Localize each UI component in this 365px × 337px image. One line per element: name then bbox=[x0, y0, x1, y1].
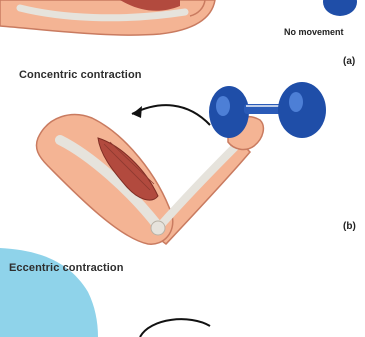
concentric-contraction-heading: Concentric contraction bbox=[19, 69, 142, 81]
no-movement-label: No movement bbox=[284, 27, 344, 37]
top-dumbbell-partial bbox=[323, 0, 357, 16]
eccentric-contraction-heading: Eccentric contraction bbox=[9, 262, 124, 274]
movement-arrow bbox=[132, 105, 210, 125]
panel-b-label: (b) bbox=[343, 221, 356, 232]
panel-a-label: (a) bbox=[343, 56, 355, 67]
movement-label: Movement bbox=[148, 141, 193, 151]
dumbbell bbox=[209, 82, 326, 138]
top-arm-partial bbox=[0, 0, 215, 35]
bottom-curve-partial bbox=[140, 319, 210, 337]
